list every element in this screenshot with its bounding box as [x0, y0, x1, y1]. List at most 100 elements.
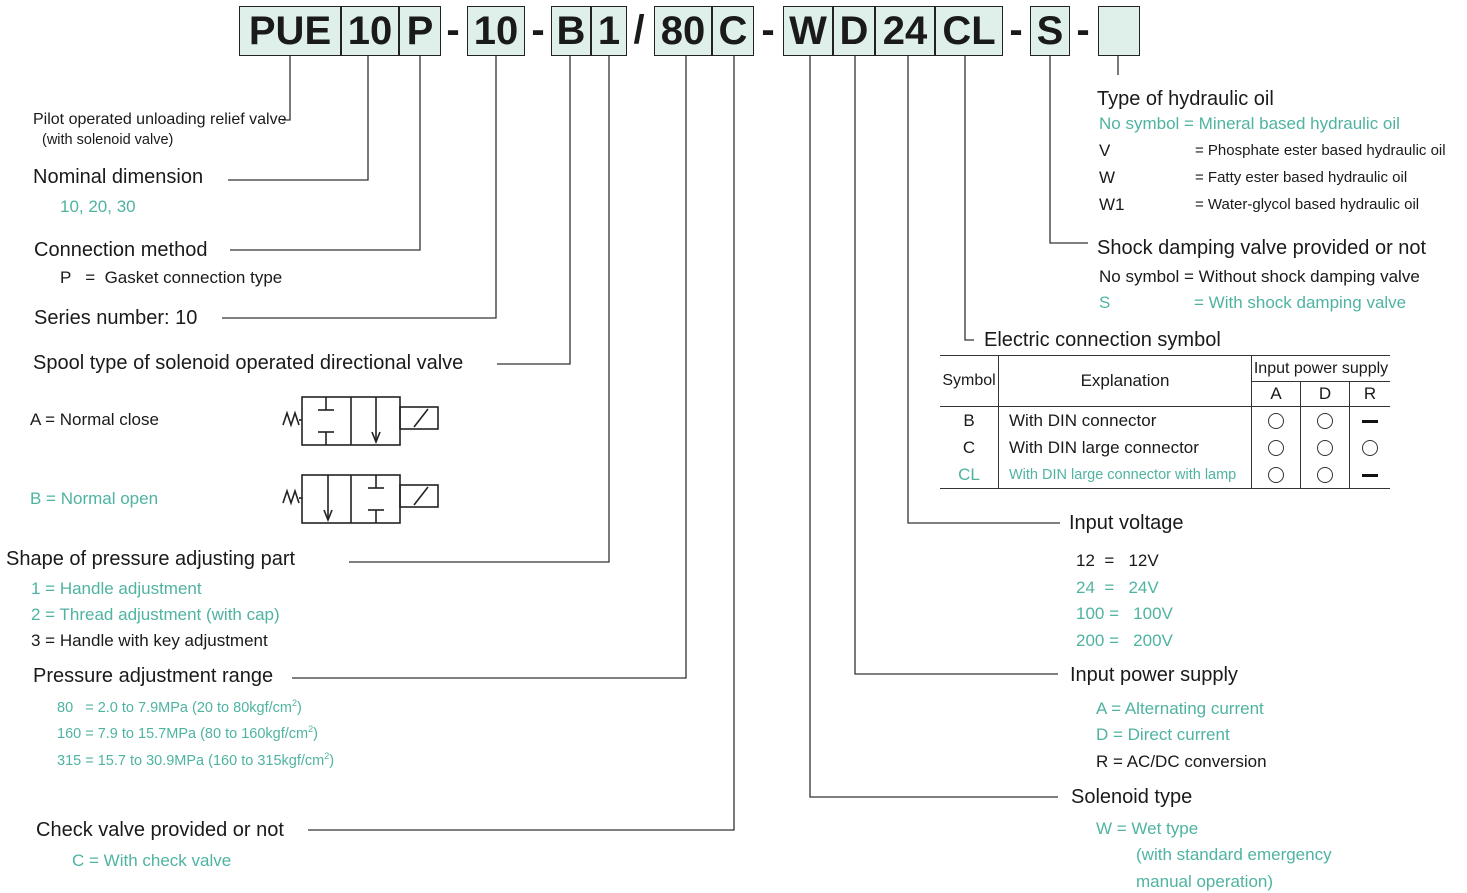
- code-box-size: 10: [341, 6, 399, 56]
- nominal-values: 10, 20, 30: [60, 197, 136, 216]
- row-symbol: C: [940, 434, 999, 461]
- circle-icon: [1362, 440, 1378, 457]
- code-box-oil: [1098, 6, 1140, 56]
- row-d: [1300, 461, 1350, 489]
- shock-label: Shock damping valve provided or not: [1097, 237, 1427, 259]
- oil-desc-v: = Phosphate ester based hydraulic oil: [1195, 142, 1446, 159]
- pressure-label: Pressure adjustment range: [33, 665, 274, 687]
- spool-label: Spool type of solenoid operated directio…: [33, 352, 464, 374]
- row-r: [1349, 434, 1390, 461]
- oil-desc-w: = Fatty ester based hydraulic oil: [1195, 169, 1408, 186]
- solenoid-w3: manual operation): [1136, 872, 1274, 891]
- voltage-24: 24 = 24V: [1076, 578, 1159, 597]
- pressure-range-160: 160 = 7.9 to 15.7MPa (80 to 160kgf/cm2): [57, 724, 318, 742]
- leader-series: [222, 56, 497, 319]
- voltage-12: 12 = 12V: [1076, 551, 1159, 570]
- pilot-sub: (with solenoid valve): [42, 132, 174, 148]
- code-box-connection: P: [399, 6, 441, 56]
- table-row: CL With DIN large connector with lamp: [940, 461, 1390, 489]
- leader-solenoid: [809, 56, 1058, 798]
- electric-connection-table: Symbol Explanation Input power supply A …: [940, 355, 1390, 489]
- code-box-check: C: [712, 6, 754, 56]
- code-box-spool: B: [551, 6, 591, 56]
- code-box-pressure: 80: [654, 6, 712, 56]
- shock-s-desc: = With shock damping valve: [1194, 293, 1407, 312]
- voltage-label: Input voltage: [1069, 512, 1184, 534]
- leader-check: [308, 56, 735, 831]
- leader-shock: [1049, 56, 1088, 244]
- circle-icon: [1268, 440, 1284, 457]
- leader-voltage: [907, 56, 1060, 524]
- shape-label: Shape of pressure adjusting part: [6, 548, 296, 570]
- leader-power: [854, 56, 1058, 675]
- pilot-label: Pilot operated unloading relief valve: [33, 111, 287, 128]
- voltage-100: 100 = 100V: [1076, 604, 1173, 623]
- row-explanation: With DIN large connector with lamp: [998, 461, 1252, 489]
- solenoid-w2: (with standard emergency: [1136, 845, 1332, 864]
- nominal-label: Nominal dimension: [33, 166, 204, 188]
- row-a: [1251, 434, 1301, 461]
- circle-icon: [1317, 467, 1333, 484]
- code-separator: -: [761, 8, 775, 52]
- header-symbol: Symbol: [940, 355, 999, 407]
- code-separator: -: [446, 8, 460, 52]
- leader-electric: [964, 56, 974, 341]
- solenoid-label: Solenoid type: [1071, 786, 1193, 808]
- table-row: C With DIN large connector: [940, 434, 1390, 461]
- code-box-shape: 1: [591, 6, 627, 56]
- row-a: [1251, 461, 1301, 489]
- code-box-electric: CL: [935, 6, 1003, 56]
- shape-opt1: 1 = Handle adjustment: [31, 579, 202, 598]
- power-label: Input power supply: [1070, 664, 1238, 686]
- circle-icon: [1317, 413, 1333, 430]
- row-explanation: With DIN large connector: [998, 434, 1252, 461]
- solenoid-w: W = Wet type: [1096, 819, 1199, 838]
- power-r: R = AC/DC conversion: [1096, 752, 1267, 771]
- row-r: [1349, 406, 1390, 434]
- oil-desc-w1: = Water-glycol based hydraulic oil: [1195, 196, 1420, 213]
- connection-label: Connection method: [34, 239, 208, 261]
- oil-sym-w1: W1: [1099, 195, 1125, 214]
- header-d: D: [1300, 381, 1350, 407]
- leader-spool: [497, 56, 571, 365]
- row-a: [1251, 406, 1301, 434]
- leader-pressure: [292, 56, 687, 679]
- shock-none: No symbol = Without shock damping valve: [1099, 267, 1420, 286]
- power-d: D = Direct current: [1096, 725, 1230, 744]
- row-d: [1300, 434, 1350, 461]
- dash-icon: [1362, 473, 1378, 477]
- code-box-series: 10: [467, 6, 525, 56]
- code-slash: /: [633, 8, 645, 52]
- code-box-pue: PUE: [239, 6, 341, 56]
- oil-sym-v: V: [1099, 141, 1111, 160]
- oil-sym-w: W: [1099, 168, 1116, 187]
- shape-opt3: 3 = Handle with key adjustment: [31, 631, 268, 650]
- circle-icon: [1268, 467, 1284, 484]
- check-c: C = With check valve: [72, 851, 232, 870]
- leader-connection: [230, 56, 421, 251]
- circle-icon: [1317, 440, 1333, 457]
- circle-icon: [1268, 413, 1284, 430]
- spool-b: B = Normal open: [30, 489, 159, 508]
- leader-pilot: [282, 56, 291, 121]
- code-separator: -: [1076, 8, 1090, 52]
- row-explanation: With DIN connector: [998, 406, 1252, 434]
- header-r: R: [1349, 381, 1390, 407]
- pressure-range-80: 80 = 2.0 to 7.9MPa (20 to 80kgf/cm2): [57, 698, 302, 716]
- shock-s-sym: S: [1099, 293, 1111, 312]
- row-symbol: CL: [940, 461, 999, 489]
- shape-opt2: 2 = Thread adjustment (with cap): [31, 605, 280, 624]
- leader-shape: [349, 56, 610, 563]
- code-box-shock: S: [1030, 6, 1070, 56]
- leader-nominal: [228, 56, 369, 181]
- code-separator: -: [1009, 8, 1023, 52]
- oil-label: Type of hydraulic oil: [1097, 88, 1274, 110]
- header-input-power-supply: Input power supply: [1251, 355, 1390, 382]
- series-label: Series number: 10: [34, 307, 198, 329]
- voltage-200: 200 = 200V: [1076, 631, 1173, 650]
- spool-a: A = Normal close: [30, 410, 159, 429]
- row-symbol: B: [940, 406, 999, 434]
- dash-icon: [1362, 419, 1378, 423]
- electric-label: Electric connection symbol: [984, 329, 1221, 351]
